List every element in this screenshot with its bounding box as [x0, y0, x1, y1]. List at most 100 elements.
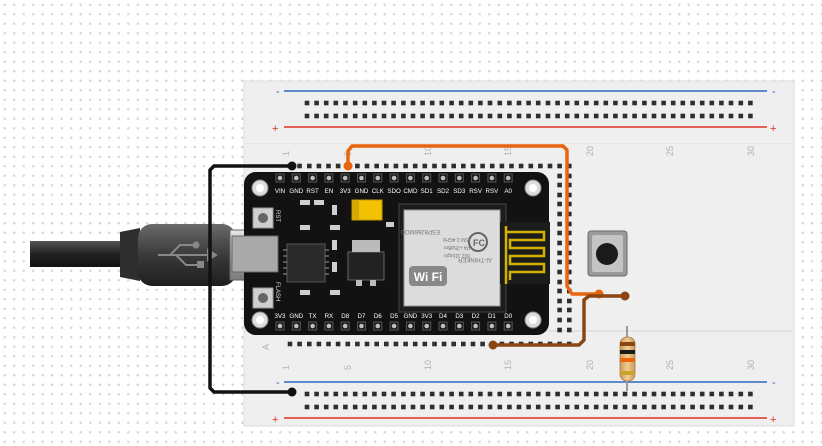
breadboard-hole[interactable]	[738, 404, 744, 410]
push-button[interactable]	[587, 230, 628, 277]
breadboard-hole[interactable]	[516, 404, 522, 410]
breadboard-hole[interactable]	[661, 391, 666, 397]
breadboard-hole[interactable]	[632, 391, 637, 397]
breadboard-hole[interactable]	[468, 391, 474, 397]
breadboard-hole[interactable]	[372, 100, 377, 106]
breadboard-hole[interactable]	[412, 341, 418, 347]
breadboard-hole[interactable]	[429, 113, 435, 119]
breadboard-hole[interactable]	[526, 113, 531, 119]
breadboard-hole[interactable]	[557, 250, 562, 256]
breadboard-hole[interactable]	[567, 307, 572, 313]
breadboard-hole[interactable]	[613, 113, 618, 119]
breadboard-hole[interactable]	[555, 100, 560, 106]
breadboard-hole[interactable]	[461, 163, 466, 169]
breadboard-hole[interactable]	[545, 404, 551, 410]
breadboard-hole[interactable]	[719, 391, 724, 397]
breadboard-hole[interactable]	[670, 113, 676, 119]
push-button-cap[interactable]	[596, 243, 618, 265]
breadboard-hole[interactable]	[719, 404, 724, 410]
breadboard-hole[interactable]	[497, 404, 503, 410]
breadboard-hole[interactable]	[584, 404, 589, 410]
breadboard-hole[interactable]	[316, 163, 322, 169]
breadboard-hole[interactable]	[429, 404, 435, 410]
breadboard-hole[interactable]	[699, 113, 705, 119]
breadboard-hole[interactable]	[557, 279, 562, 285]
breadboard-hole[interactable]	[297, 163, 302, 169]
breadboard-hole[interactable]	[567, 163, 572, 169]
breadboard-hole[interactable]	[547, 163, 553, 169]
breadboard-hole[interactable]	[670, 100, 676, 106]
breadboard-hole[interactable]	[489, 163, 495, 169]
breadboard-hole[interactable]	[661, 113, 666, 119]
breadboard-hole[interactable]	[564, 100, 570, 106]
breadboard-hole[interactable]	[574, 404, 580, 410]
breadboard-hole[interactable]	[603, 391, 609, 397]
breadboard-hole[interactable]	[420, 391, 425, 397]
breadboard-hole[interactable]	[307, 341, 312, 347]
breadboard-hole[interactable]	[557, 201, 562, 207]
breadboard-hole[interactable]	[567, 269, 572, 275]
breadboard-hole[interactable]	[323, 404, 329, 410]
breadboard-hole[interactable]	[661, 404, 666, 410]
breadboard-hole[interactable]	[391, 100, 396, 106]
breadboard-hole[interactable]	[557, 230, 562, 236]
breadboard-hole[interactable]	[487, 113, 493, 119]
breadboard-hole[interactable]	[738, 100, 744, 106]
breadboard-hole[interactable]	[352, 113, 358, 119]
breadboard-hole[interactable]	[567, 240, 572, 246]
breadboard-hole[interactable]	[410, 391, 416, 397]
breadboard-hole[interactable]	[323, 100, 329, 106]
breadboard-hole[interactable]	[401, 391, 406, 397]
breadboard-hole[interactable]	[680, 100, 686, 106]
breadboard-hole[interactable]	[343, 100, 348, 106]
breadboard-hole[interactable]	[632, 404, 637, 410]
breadboard-hole[interactable]	[528, 163, 534, 169]
breadboard-hole[interactable]	[401, 404, 406, 410]
breadboard-hole[interactable]	[622, 100, 628, 106]
breadboard-hole[interactable]	[362, 404, 368, 410]
breadboard-hole[interactable]	[545, 113, 551, 119]
breadboard-hole[interactable]	[603, 113, 609, 119]
breadboard-hole[interactable]	[670, 391, 676, 397]
breadboard-hole[interactable]	[420, 404, 425, 410]
breadboard-hole[interactable]	[557, 182, 562, 188]
breadboard-hole[interactable]	[314, 100, 319, 106]
breadboard-hole[interactable]	[670, 404, 676, 410]
breadboard-hole[interactable]	[372, 113, 377, 119]
breadboard-hole[interactable]	[567, 182, 572, 188]
breadboard-hole[interactable]	[304, 404, 310, 410]
breadboard-hole[interactable]	[461, 341, 466, 347]
breadboard-hole[interactable]	[304, 391, 310, 397]
breadboard-hole[interactable]	[304, 100, 310, 106]
breadboard-hole[interactable]	[458, 404, 464, 410]
breadboard-hole[interactable]	[567, 211, 572, 217]
breadboard-hole[interactable]	[651, 404, 657, 410]
breadboard-hole[interactable]	[287, 341, 293, 347]
breadboard-hole[interactable]	[557, 221, 562, 227]
breadboard-hole[interactable]	[470, 163, 476, 169]
breadboard-hole[interactable]	[526, 100, 531, 106]
breadboard-hole[interactable]	[374, 341, 379, 347]
breadboard-hole[interactable]	[651, 113, 657, 119]
breadboard-hole[interactable]	[516, 391, 522, 397]
breadboard-hole[interactable]	[538, 163, 543, 169]
breadboard-hole[interactable]	[345, 341, 351, 347]
breadboard-hole[interactable]	[632, 113, 637, 119]
breadboard-hole[interactable]	[728, 113, 734, 119]
breadboard-hole[interactable]	[307, 163, 312, 169]
breadboard-hole[interactable]	[449, 113, 454, 119]
breadboard-hole[interactable]	[468, 404, 474, 410]
breadboard-hole[interactable]	[468, 100, 474, 106]
breadboard-hole[interactable]	[567, 230, 572, 236]
breadboard-hole[interactable]	[567, 173, 572, 179]
breadboard-hole[interactable]	[642, 100, 647, 106]
breadboard-hole[interactable]	[567, 192, 572, 198]
breadboard-hole[interactable]	[362, 113, 368, 119]
breadboard-hole[interactable]	[478, 113, 483, 119]
breadboard-hole[interactable]	[314, 391, 319, 397]
breadboard-hole[interactable]	[352, 100, 358, 106]
breadboard-hole[interactable]	[574, 391, 580, 397]
breadboard-hole[interactable]	[487, 391, 493, 397]
breadboard-hole[interactable]	[326, 341, 331, 347]
breadboard-hole[interactable]	[748, 404, 753, 410]
